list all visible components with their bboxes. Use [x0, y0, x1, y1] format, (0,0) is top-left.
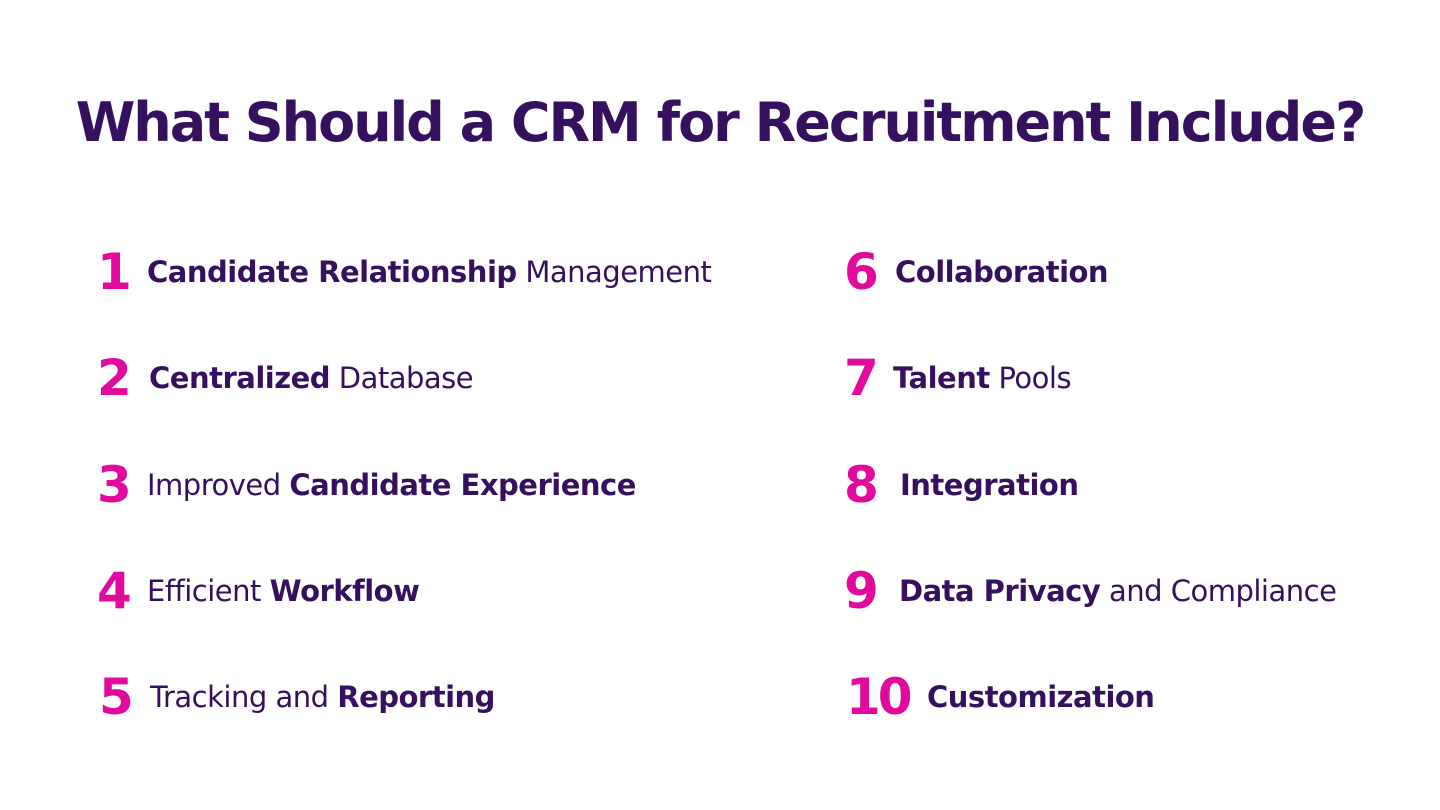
item-label-part: Customization [927, 680, 1155, 714]
item-number: 8 [844, 456, 879, 514]
item-number: 9 [844, 562, 879, 620]
item-number: 10 [846, 668, 913, 726]
list-item-1: 1 Candidate Relationship Management [97, 242, 712, 302]
list-item-2: 2 Centralized Database [97, 348, 474, 408]
list-item-8: 8 Integration [844, 455, 1079, 515]
item-label: Candidate Relationship Management [147, 242, 712, 302]
item-label: Efficient Workflow [147, 561, 420, 621]
list-item-7: 7 Talent Pools [844, 348, 1072, 408]
list-item-4: 4 Efficient Workflow [97, 561, 420, 621]
item-label-part: Candidate Experience [289, 468, 636, 502]
list-item-10: 10 Customization [846, 667, 1155, 727]
item-label-part: Database [330, 361, 474, 395]
list-item-9: 9 Data Privacy and Compliance [844, 561, 1337, 621]
list-item-5: 5 Tracking and Reporting [99, 667, 495, 727]
item-label: Tracking and Reporting [150, 667, 495, 727]
list-item-3: 3 Improved Candidate Experience [97, 455, 636, 515]
item-label-part: Pools [989, 361, 1072, 395]
item-label: Improved Candidate Experience [147, 455, 636, 515]
item-label-part: Talent [893, 361, 990, 395]
item-label-part: Tracking and [150, 680, 338, 714]
page-title: What Should a CRM for Recruitment Includ… [75, 91, 1367, 154]
item-number: 5 [99, 668, 134, 726]
item-label-part: Efficient [147, 574, 270, 608]
item-label-part: Collaboration [895, 255, 1109, 289]
item-number: 3 [97, 456, 132, 514]
item-label: Customization [927, 667, 1155, 727]
item-label: Talent Pools [893, 348, 1072, 408]
item-number: 1 [97, 243, 132, 301]
item-label-part: Management [516, 255, 712, 289]
item-label-part: and Compliance [1100, 574, 1337, 608]
item-label-part: Reporting [337, 680, 495, 714]
item-label: Integration [900, 455, 1079, 515]
item-label: Data Privacy and Compliance [899, 561, 1337, 621]
list-item-6: 6 Collaboration [844, 242, 1109, 302]
item-label-part: Integration [900, 468, 1079, 502]
item-number: 6 [844, 243, 879, 301]
item-number: 4 [97, 562, 132, 620]
item-number: 7 [844, 349, 879, 407]
item-label-part: Centralized [149, 361, 331, 395]
item-label-part: Data Privacy [899, 574, 1101, 608]
item-label: Collaboration [895, 242, 1109, 302]
item-label: Centralized Database [149, 348, 474, 408]
item-label-part: Improved [147, 468, 290, 502]
item-label-part: Workflow [269, 574, 420, 608]
item-number: 2 [97, 349, 132, 407]
item-label-part: Candidate Relationship [147, 255, 517, 289]
